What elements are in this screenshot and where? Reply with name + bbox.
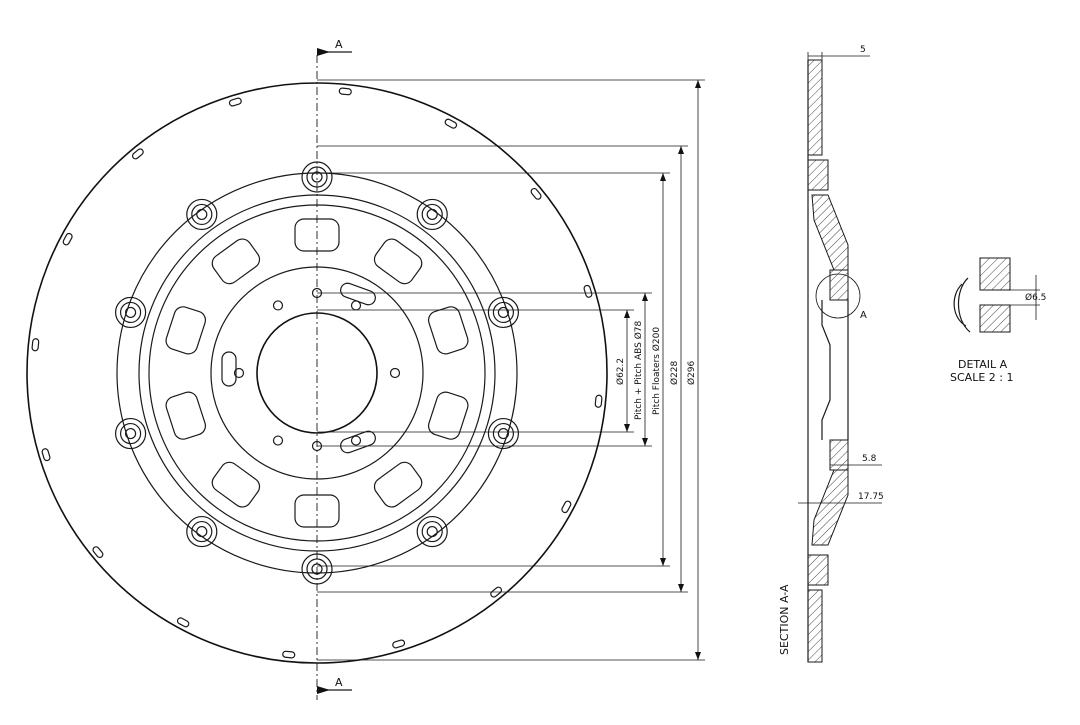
floater-button-hole xyxy=(124,427,137,440)
carrier-window xyxy=(427,391,469,440)
dim-d62: Ø62.2 xyxy=(615,358,626,385)
diameter-dimensions: Ø296 Ø228 Pitch Floaters Ø200 Pitch + Pi… xyxy=(317,79,705,661)
outer-notch xyxy=(392,639,406,649)
wave-slots xyxy=(52,108,582,638)
carrier-window xyxy=(165,306,207,355)
detail-a-callout-label: A xyxy=(860,310,867,321)
floater-button-outer xyxy=(487,417,520,450)
outer-notch xyxy=(31,338,40,352)
carrier-window xyxy=(165,391,207,440)
wave-slot-inner xyxy=(52,357,107,397)
outer-notch xyxy=(444,118,458,129)
floater-button-hole xyxy=(196,525,208,538)
floater-button-ring xyxy=(492,301,515,324)
outer-notch xyxy=(228,97,242,107)
floater-button-ring xyxy=(191,520,213,543)
wave-slot-inner xyxy=(519,433,558,488)
hub-hole xyxy=(350,435,362,446)
floater-button-outer xyxy=(186,198,218,231)
floater-button-hole xyxy=(497,306,510,319)
floater-button-hole xyxy=(196,208,208,221)
floater-button-ring xyxy=(191,203,213,226)
dim-d228: Ø228 xyxy=(669,360,680,385)
floater-button-hole xyxy=(426,525,438,538)
floater-button-outer xyxy=(487,296,520,329)
outer-notch xyxy=(583,284,593,298)
section-marker-top-label: A xyxy=(335,38,343,51)
wave-slot-inner xyxy=(213,123,232,187)
wave-slot-inner xyxy=(479,507,497,571)
wave-slot-inner xyxy=(451,193,515,211)
carrier-window xyxy=(211,238,261,285)
wave-slot-inner xyxy=(377,132,432,171)
wave-slot-inner xyxy=(527,349,582,389)
carrier-window xyxy=(427,306,469,355)
hub-hole xyxy=(233,367,245,379)
floater-button-ring xyxy=(119,301,142,324)
carrier-windows xyxy=(165,218,469,528)
section-a-a-view: A 5 5.8 17.75 SECTION A-A xyxy=(778,45,884,663)
wave-slot-inner xyxy=(76,258,115,313)
hub-slot-left xyxy=(221,351,237,387)
floater-button-ring xyxy=(119,422,142,445)
floater-button-outer xyxy=(416,198,448,231)
detail-a-callout-circle xyxy=(815,273,861,319)
outer-notch xyxy=(282,650,296,659)
section-marker-bottom-label: A xyxy=(335,676,343,689)
outer-notch xyxy=(490,586,503,598)
hub-hole xyxy=(272,435,284,446)
wave-slot-inner xyxy=(202,575,257,614)
floater-button-hole xyxy=(124,306,137,319)
detail-title: DETAIL A xyxy=(958,358,1008,371)
floater-button-hole xyxy=(497,427,510,440)
outer-notch xyxy=(594,394,603,408)
carrier-window xyxy=(211,461,261,508)
dim-section-17-75: 17.75 xyxy=(858,492,884,502)
wave-slot-inner xyxy=(301,583,341,638)
wave-slot-inner xyxy=(137,175,155,239)
floater-button-outer xyxy=(114,417,147,450)
section-marker-bottom: A xyxy=(317,676,352,694)
dim-pitch-floaters: Pitch Floaters Ø200 xyxy=(651,327,662,415)
detail-a-view: Ø6.5 DETAIL A SCALE 2 : 1 xyxy=(950,257,1046,384)
section-title: SECTION A-A xyxy=(778,584,791,655)
hub-hole xyxy=(272,300,284,311)
hub-slot-bottom xyxy=(340,430,376,454)
detail-hole-dim: Ø6.5 xyxy=(1025,292,1046,303)
outer-notch xyxy=(41,448,51,462)
detail-scale: SCALE 2 : 1 xyxy=(950,371,1013,384)
floater-button-ring xyxy=(421,520,443,543)
dim-section-5-8: 5.8 xyxy=(862,454,877,464)
wave-slot-inner xyxy=(119,535,183,553)
floater-button-ring xyxy=(492,422,515,445)
carrier-window xyxy=(373,461,423,508)
outer-edge-slots xyxy=(31,87,603,659)
wave-slot-inner xyxy=(503,269,567,288)
outer-notch xyxy=(62,232,73,246)
section-marker-top: A xyxy=(317,38,352,56)
outer-notch xyxy=(530,187,542,200)
floater-button-outer xyxy=(416,515,448,548)
outer-notch xyxy=(561,500,572,514)
outer-notch xyxy=(338,87,352,96)
hub-hole xyxy=(389,367,401,379)
outer-notch xyxy=(92,546,104,559)
wave-slot-inner xyxy=(293,108,333,163)
wave-slot-inner xyxy=(402,559,421,623)
floater-button-outer xyxy=(114,296,147,329)
carrier-window xyxy=(373,238,423,285)
floater-button-ring xyxy=(421,203,443,226)
dim-pitch-abs: Pitch + Pitch ABS Ø78 xyxy=(633,320,644,420)
floater-button-outer xyxy=(186,515,218,548)
front-view xyxy=(26,55,608,700)
outer-notch xyxy=(131,148,144,160)
floater-button-hole xyxy=(426,208,438,221)
wave-slot-inner xyxy=(67,458,131,477)
dim-d296: Ø296 xyxy=(686,360,697,385)
dim-section-5: 5 xyxy=(860,45,866,55)
hub-slot-top xyxy=(340,282,376,306)
outer-notch xyxy=(176,617,190,628)
